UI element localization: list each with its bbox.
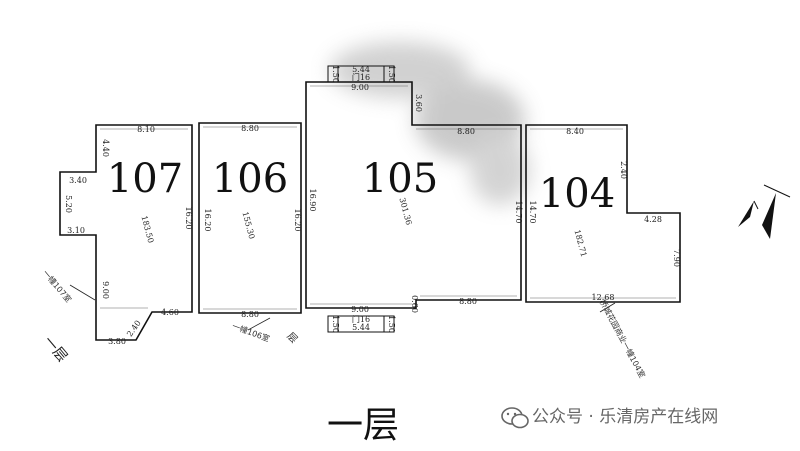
- note-unit-104: 桥城花园商业一幢104室: [598, 298, 648, 380]
- note-unit-106: 一幢106室: [231, 321, 271, 344]
- note-unit-107: 一幢107室: [41, 268, 74, 305]
- dim-107-right: 16.20: [184, 207, 193, 230]
- note-mid-char: 层: [284, 330, 300, 346]
- dim-106-top: 8.80: [241, 124, 259, 133]
- dim-107-left3: 9.00: [101, 281, 110, 299]
- dim-106-bottom: 8.80: [241, 310, 259, 319]
- dim-104-notch: 2.40: [619, 161, 628, 179]
- wechat-icon: [501, 407, 529, 429]
- dim-107-left1: 4.40: [101, 139, 110, 157]
- dim-106-left: 16.20: [203, 209, 212, 232]
- bay-bottom-len: 5.44: [352, 323, 370, 332]
- bay-top-inner: 门16: [352, 72, 370, 82]
- dim-105-top2: 8.80: [457, 127, 475, 136]
- watermark: 公众号 · 乐清房产在线网: [501, 407, 718, 429]
- dim-104-bottom: 12.68: [592, 293, 615, 302]
- dim-105-notch: 3.60: [414, 94, 423, 112]
- dim-104-step: 4.28: [644, 215, 662, 224]
- dim-107-top: 8.10: [137, 125, 155, 134]
- unit-107-area: 183.50: [139, 215, 155, 244]
- unit-105-label: 105: [362, 156, 438, 202]
- dim-105-right: 14.70: [514, 201, 523, 224]
- dim-105-bottom: 9.00: [351, 305, 369, 314]
- dim-107-bottom: 4.60: [161, 308, 179, 317]
- bottom-bay: [327, 315, 395, 333]
- unit-104-outline: [525, 124, 681, 303]
- unit-106-area: 155.30: [240, 211, 256, 240]
- unit-105-outline: [305, 81, 522, 309]
- dimension-guides: [100, 85, 676, 310]
- dim-107-step2: 3.10: [67, 226, 85, 235]
- unit-107-label: 107: [107, 156, 183, 202]
- dim-106-right: 16.20: [293, 209, 302, 232]
- watermark-text: 公众号 · 乐清房产在线网: [532, 407, 718, 427]
- unit-106-label: 106: [212, 156, 288, 202]
- dim-104-right: 7.90: [672, 249, 681, 267]
- unit-106-outline: [198, 122, 302, 314]
- unit-104-area: 182.71: [572, 229, 588, 258]
- unit-104-label: 104: [539, 171, 615, 217]
- dim-107-left2: 5.20: [64, 195, 73, 213]
- bay-bottom-w-left: 1.50: [331, 315, 340, 333]
- dim-107-chamfer: 2.40: [125, 319, 143, 339]
- dim-104-left: 14.70: [528, 201, 537, 224]
- bay-top-w-right: 1.50: [387, 65, 396, 83]
- bay-bottom-inner: 门16: [352, 314, 370, 324]
- dim-105-bottom-notch: 0.60: [410, 295, 419, 313]
- top-bay: [327, 65, 395, 83]
- dim-107-bottom-left: 3.80: [108, 337, 126, 346]
- dim-105-left: 16.90: [308, 189, 317, 212]
- bay-bottom-w-right: 1.50: [387, 315, 396, 333]
- bay-top-w-left: 1.50: [331, 65, 340, 83]
- note-left-floor: 一层: [40, 334, 70, 366]
- unit-107-outline: [59, 124, 193, 341]
- dim-105-bottom2: 8.80: [459, 297, 477, 306]
- dim-107-step: 3.40: [69, 176, 87, 185]
- dim-104-top: 8.40: [566, 127, 584, 136]
- floor-title: 一层: [327, 405, 399, 446]
- leader-lines: [69, 284, 616, 331]
- scan-smudge: [330, 42, 530, 205]
- bay-top-len: 5.44: [352, 65, 370, 74]
- dim-105-top: 9.00: [351, 83, 369, 92]
- north-arrow-icon: [738, 184, 791, 239]
